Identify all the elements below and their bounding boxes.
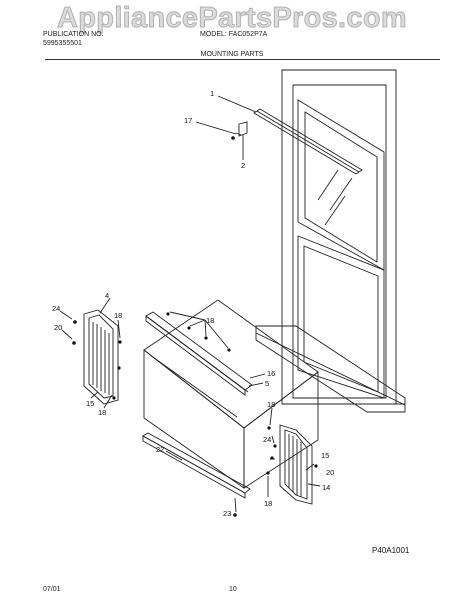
- callout-15a: 15: [86, 399, 94, 408]
- callout-18d: 18: [267, 400, 275, 409]
- bracket-part: [235, 121, 248, 137]
- callout-5: 5: [265, 379, 269, 388]
- callout-2: 2: [241, 161, 245, 170]
- callout-1: 1: [210, 89, 214, 98]
- leader-lines: [59, 95, 321, 513]
- footer-page-number: 10: [229, 586, 237, 593]
- callout-14: 14: [322, 483, 330, 492]
- section-title: MOUNTING PARTS: [200, 51, 264, 58]
- publication-label: PUBLICATION NO.: [43, 31, 104, 38]
- callout-20b: 20: [326, 468, 334, 477]
- callout-15b: 15: [321, 451, 329, 460]
- model-number: MODEL: FAC052P7A: [200, 31, 268, 38]
- header-rule: [45, 59, 440, 60]
- callout-18e: 18: [264, 499, 272, 508]
- callout-4: 4: [105, 291, 109, 300]
- callout-24b: 24: [263, 435, 271, 444]
- bottom-angle-part: [142, 432, 251, 499]
- callout-labels: 1 17 2 4 24 20 18 15 18 18 16 5 18 24 15…: [52, 89, 334, 518]
- left-side-curtain: [83, 309, 119, 405]
- callout-23: 23: [223, 509, 231, 518]
- top-rail-part: [253, 108, 363, 175]
- callout-18b: 18: [98, 408, 106, 417]
- callout-18c: 18: [206, 316, 214, 325]
- callout-24a: 24: [52, 304, 60, 313]
- top-angle-rail: [145, 311, 253, 396]
- screws: [72, 136, 318, 517]
- window-frame: [255, 69, 406, 413]
- watermark: AppliancePartsPros.com: [57, 2, 408, 35]
- footer-date: 07/01: [43, 586, 61, 593]
- callout-20a: 20: [54, 323, 62, 332]
- callout-17: 17: [184, 116, 192, 125]
- callout-22: 22: [156, 445, 164, 454]
- callout-16: 16: [267, 369, 275, 378]
- callout-18a: 18: [114, 311, 122, 320]
- diagram-code: P40A1001: [372, 546, 410, 555]
- publication-number: 5995355501: [43, 40, 82, 47]
- right-side-curtain: [279, 424, 313, 505]
- cabinet-sleeve: [143, 299, 319, 489]
